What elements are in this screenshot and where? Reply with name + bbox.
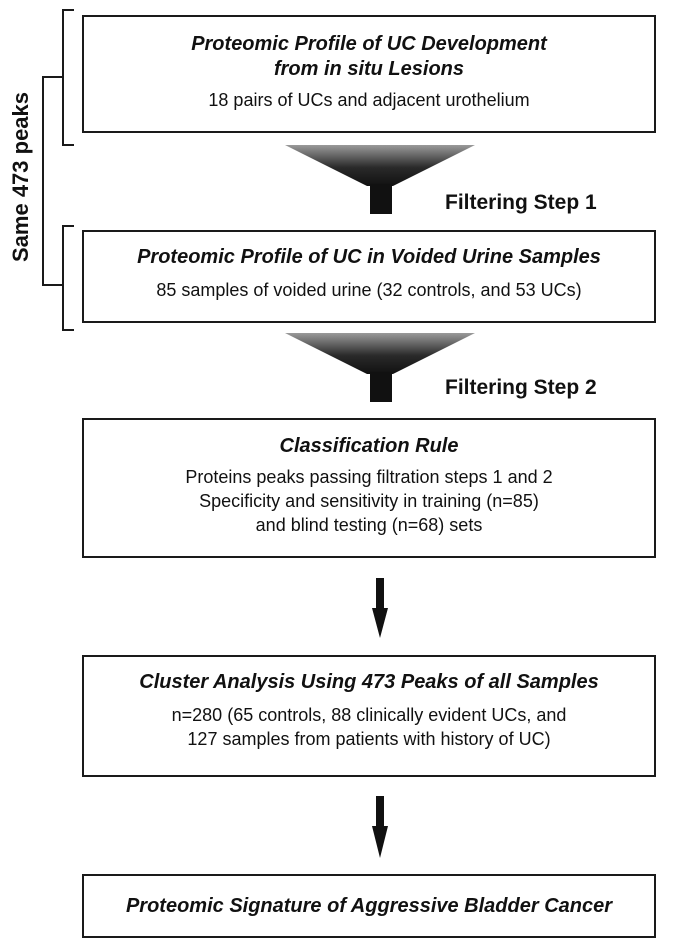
box-2-body-line-1: 85 samples of voided urine (32 controls,…	[156, 280, 582, 300]
box-uc-development: Proteomic Profile of UC Development from…	[82, 15, 656, 133]
box-4-title-line-1: Cluster Analysis Using 473 Peaks of all …	[139, 671, 599, 693]
funnel-2-icon	[285, 333, 475, 402]
box-proteomic-signature: Proteomic Signature of Aggressive Bladde…	[82, 874, 656, 938]
box-classification-rule: Classification Rule Proteins peaks passi…	[82, 418, 656, 558]
box-1-body-line-1: 18 pairs of UCs and adjacent urothelium	[208, 90, 530, 110]
box-3-body-line-1: Proteins peaks passing filtration steps …	[185, 467, 553, 487]
box-4-body-line-2: 127 samples from patients with history o…	[187, 729, 551, 749]
peaks-bracket	[62, 9, 74, 331]
side-label: Same 473 peaks	[8, 91, 33, 262]
box-5-title-line-1: Proteomic Signature of Aggressive Bladde…	[125, 895, 613, 917]
box-cluster-analysis: Cluster Analysis Using 473 Peaks of all …	[82, 655, 656, 777]
down-arrow-2-icon	[372, 796, 388, 858]
filter-step-2-label: Filtering Step 2	[445, 376, 597, 399]
down-arrow-1-icon	[372, 578, 388, 638]
box-1-title-line-2: from in situ Lesions	[273, 58, 465, 80]
box-3-body-line-2: Specificity and sensitivity in training …	[199, 491, 539, 511]
box-2-title-line-1: Proteomic Profile of UC in Voided Urine …	[137, 246, 601, 268]
filter-step-1-label: Filtering Step 1	[445, 191, 597, 214]
peaks-bracket-spine	[42, 76, 63, 286]
funnel-1-icon	[285, 145, 475, 214]
box-1-title-line-1: Proteomic Profile of UC Development	[191, 33, 547, 55]
box-3-title-line-1: Classification Rule	[279, 435, 459, 457]
box-4-body-line-1: n=280 (65 controls, 88 clinically eviden…	[171, 705, 567, 725]
box-3-body-line-3: and blind testing (n=68) sets	[255, 515, 483, 535]
box-voided-urine: Proteomic Profile of UC in Voided Urine …	[82, 230, 656, 323]
